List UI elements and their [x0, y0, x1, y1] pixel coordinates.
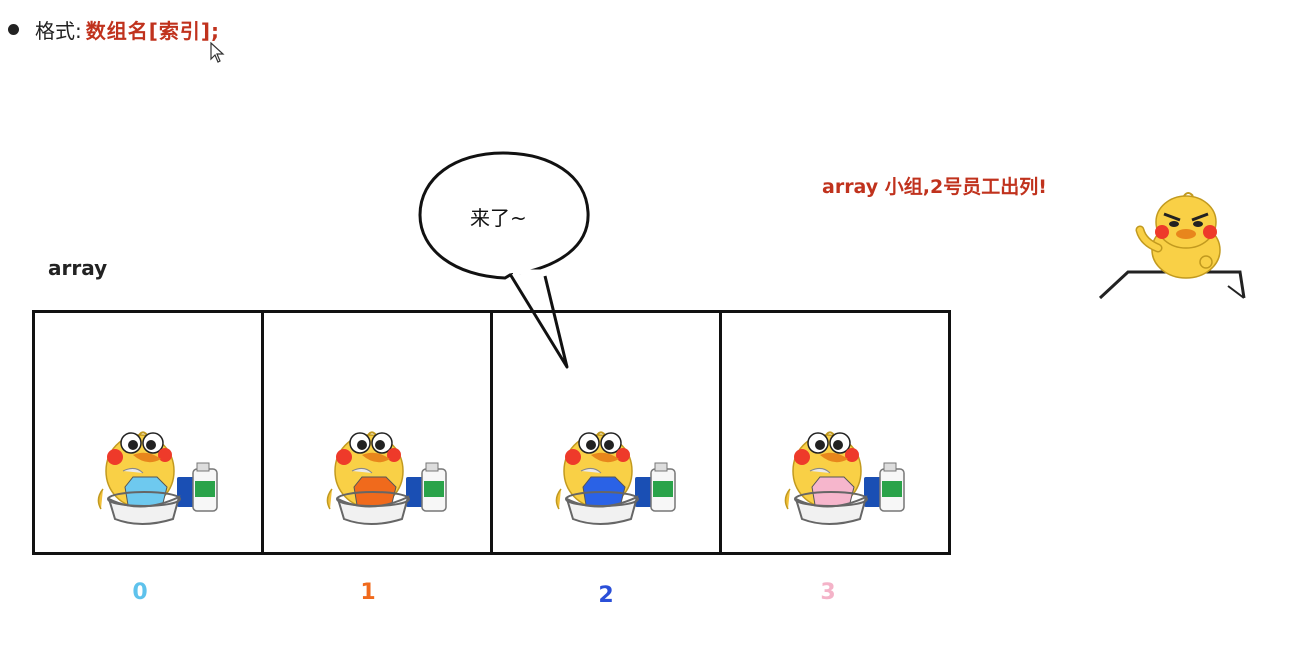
duck-illustration [784, 431, 905, 525]
duck-illustration [97, 431, 218, 525]
speech-bubble: 来了~ [410, 150, 600, 375]
array-boxes [32, 310, 951, 555]
announcement-text: array 小组,2号员工出列! [822, 176, 1047, 198]
bullet-icon [8, 23, 19, 35]
array-label: array [48, 256, 108, 280]
index-label-0: 0 [132, 580, 148, 605]
index-label-3: 3 [820, 580, 836, 605]
array-element-0 [35, 313, 264, 552]
format-code: 数组名[索引]; [85, 18, 221, 43]
format-line: 格式: 数组名[索引]; [8, 14, 220, 44]
speech-bubble-text: 来了~ [470, 206, 527, 230]
array-element-1 [264, 313, 493, 552]
format-label: 格式: [35, 18, 82, 43]
index-label-1: 1 [360, 580, 376, 605]
duck-illustration [326, 431, 447, 525]
index-label-2: 2 [598, 583, 614, 608]
duck-illustration [555, 431, 676, 525]
array-element-3 [722, 313, 948, 552]
array-element-2 [493, 313, 722, 552]
leader-duck-illustration [1098, 192, 1246, 300]
mouse-cursor-icon [210, 42, 225, 63]
